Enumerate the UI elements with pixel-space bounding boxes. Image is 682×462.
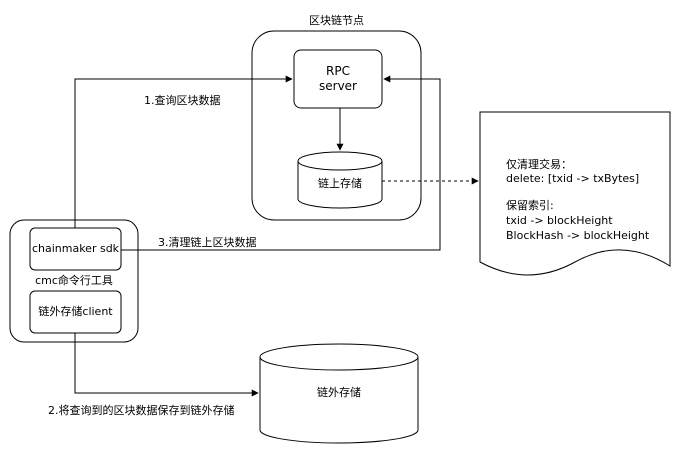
note-line-3: 保留索引:: [506, 199, 554, 212]
note-line-4: txid -> blockHeight: [506, 214, 613, 227]
note-document-shape: [479, 111, 671, 276]
note-line-2: delete: [txid -> txBytes]: [506, 172, 640, 185]
clean-edge-label: 3.清理链上区块数据: [158, 236, 257, 249]
note-line-5: BlockHash -> blockHeight: [506, 229, 650, 242]
rpc-server-box: [293, 49, 383, 109]
query-edge: [74, 75, 293, 228]
onchain-storage-cylinder: [297, 151, 383, 209]
cmc-tool-title: cmc命令行工具: [35, 274, 113, 287]
note-line-1: 仅清理交易：: [506, 158, 572, 171]
offchain-storage-cylinder: [259, 343, 419, 444]
offchain-storage-label: 链外存储: [317, 386, 361, 399]
offchain-client-label: 链外存储client: [38, 305, 113, 318]
rpc-label-line1: RPC: [326, 64, 350, 78]
save-edge: [74, 333, 259, 397]
chainmaker-sdk-label: chainmaker sdk: [31, 242, 120, 255]
query-edge-label: 1.查询区块数据: [144, 94, 221, 107]
clean-edge: [121, 75, 441, 251]
save-edge-label: 2.将查询到的区块数据保存到链外存储: [48, 404, 235, 417]
onchain-storage-label: 链上存储: [318, 177, 362, 190]
rpc-label-line2: server: [319, 79, 357, 93]
blockchain-node-title: 区块链节点: [309, 14, 364, 27]
